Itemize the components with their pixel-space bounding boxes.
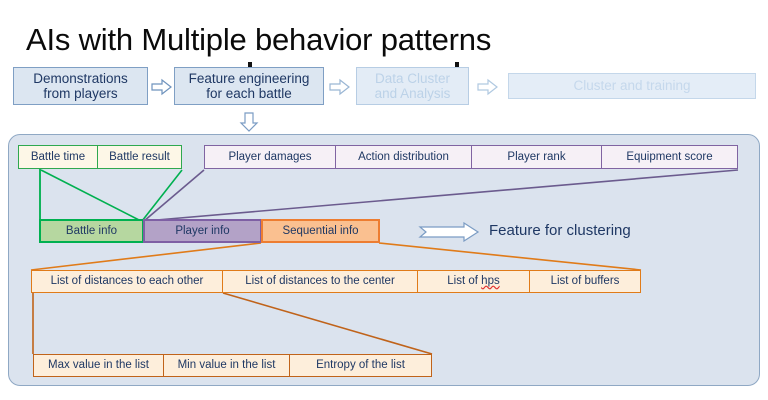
feature-segment-label: Player info	[175, 225, 230, 237]
sequential-item-distances-center[interactable]: List of distances to the center	[222, 270, 418, 293]
pipeline-arrow-2-icon	[329, 78, 351, 96]
player-attr-equipment-score[interactable]: Equipment score	[601, 145, 738, 169]
pipeline-step-line2: from players	[43, 86, 118, 101]
sequential-item-buffers[interactable]: List of buffers	[529, 270, 641, 293]
pipeline-arrow-1-icon	[151, 78, 173, 96]
aggregate-item-label: Entropy of the list	[316, 359, 405, 372]
aggregate-item-min[interactable]: Min value in the list	[163, 354, 290, 377]
sequential-item-label: List of distances to the center	[245, 275, 395, 288]
pipeline-down-arrow-icon	[238, 112, 260, 132]
aggregate-item-label: Min value in the list	[177, 359, 276, 372]
feature-segment-label: Sequential info	[282, 225, 359, 237]
pipeline-step-demonstrations[interactable]: Demonstrations from players	[13, 67, 148, 105]
aggregate-item-entropy[interactable]: Entropy of the list	[289, 354, 432, 377]
player-attr-player-rank[interactable]: Player rank	[471, 145, 602, 169]
sequential-item-label: List of buffers	[550, 275, 620, 288]
player-attr-action-distribution[interactable]: Action distribution	[335, 145, 472, 169]
pipeline-step-line2: for each battle	[206, 86, 292, 101]
pipeline-step-line1: Demonstrations	[33, 70, 128, 86]
pipeline-step-line1: Data Cluster	[374, 70, 451, 86]
player-attr-label: Player rank	[507, 150, 566, 163]
battle-attr-battle-result[interactable]: Battle result	[97, 145, 182, 169]
feature-breakdown-panel	[8, 134, 760, 386]
player-attr-player-damages[interactable]: Player damages	[204, 145, 336, 169]
misspelled-word: hps	[481, 275, 500, 288]
title-descender-mark	[455, 62, 459, 71]
pipeline-step-line1: Cluster and training	[573, 78, 691, 94]
player-attr-label: Equipment score	[626, 150, 713, 163]
sequential-item-label: List of distances to each other	[50, 275, 204, 288]
title-descender-mark	[248, 62, 252, 71]
feature-for-clustering-label: Feature for clustering	[489, 222, 631, 239]
feature-segment-sequential-info[interactable]: Sequential info	[261, 219, 380, 243]
aggregate-item-label: Max value in the list	[48, 359, 149, 372]
battle-attr-battle-time[interactable]: Battle time	[18, 145, 98, 169]
battle-attr-label: Battle result	[109, 150, 170, 163]
player-attr-label: Player damages	[228, 150, 312, 163]
pipeline-step-data-cluster[interactable]: Data Cluster and Analysis	[356, 67, 469, 105]
battle-attr-label: Battle time	[30, 150, 86, 163]
pipeline-step-cluster-and-training[interactable]: Cluster and training	[508, 73, 756, 99]
feature-segment-player-info[interactable]: Player info	[143, 219, 262, 243]
feature-segment-battle-info[interactable]: Battle info	[39, 219, 144, 243]
feature-for-clustering-arrow-icon	[418, 222, 480, 242]
sequential-item-label: List of hps	[447, 275, 500, 288]
pipeline-step-line1: Feature engineering	[188, 70, 310, 86]
sequential-item-distances-each-other[interactable]: List of distances to each other	[31, 270, 223, 293]
pipeline-step-feature-engineering[interactable]: Feature engineering for each battle	[174, 67, 324, 105]
player-attr-label: Action distribution	[358, 150, 449, 163]
feature-segment-label: Battle info	[65, 225, 118, 237]
pipeline-arrow-3-icon	[477, 78, 499, 96]
pipeline-step-line2: and Analysis	[374, 86, 451, 101]
aggregate-item-max[interactable]: Max value in the list	[33, 354, 164, 377]
page-title: AIs with Multiple behavior patterns	[26, 22, 492, 57]
sequential-item-hps[interactable]: List of hps	[417, 270, 530, 293]
